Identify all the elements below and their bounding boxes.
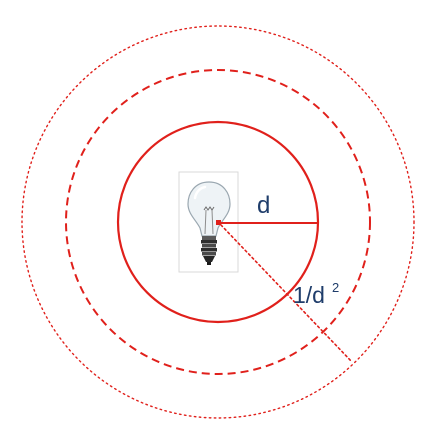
light-source-point [216,220,221,225]
inverse-square-label: 1/d [293,282,325,308]
middle-dashed-circle [65,69,371,375]
inner-solid-circle [116,120,320,324]
inverse-square-base: 1/d [293,282,325,308]
outer-dotted-circle [21,25,415,419]
diagonal-dotted-line [220,224,353,363]
distance-label: d [257,192,270,219]
inverse-square-exponent: 2 [332,280,339,295]
